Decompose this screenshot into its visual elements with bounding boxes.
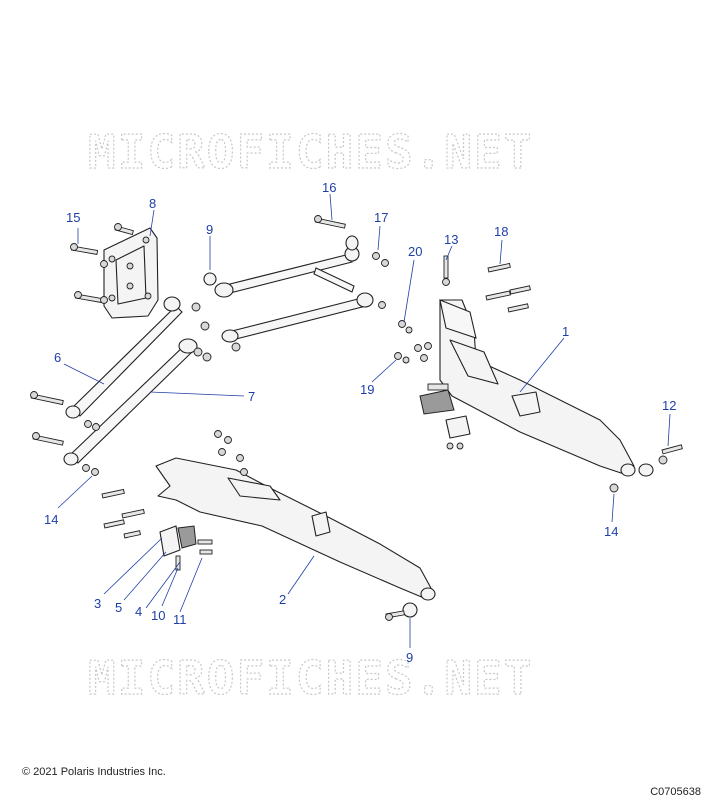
callout-11: 11 [173, 612, 187, 627]
callout-8: 8 [149, 196, 156, 211]
link-arm-7 [63, 338, 198, 466]
callout-20: 20 [408, 244, 422, 259]
callout-16: 16 [322, 180, 336, 195]
upper-link-b [221, 267, 374, 343]
upper-link-hardware [203, 215, 413, 364]
callout-9-upper: 9 [206, 222, 213, 237]
link-hardware [30, 302, 241, 476]
callout-7: 7 [248, 389, 255, 404]
callout-labels: 1 2 3 4 5 6 7 8 9 9 10 11 12 13 14 14 15… [44, 180, 676, 665]
upper-link-a [214, 246, 360, 298]
callout-5: 5 [115, 600, 122, 615]
callout-1: 1 [562, 324, 569, 339]
callout-18: 18 [494, 224, 508, 239]
trailing-arm-left-hardware [101, 430, 418, 621]
callout-3: 3 [94, 596, 101, 611]
callout-12: 12 [662, 398, 676, 413]
leader-lines [57, 193, 671, 648]
drawing-id: C0705638 [650, 786, 701, 798]
callout-14-right: 14 [604, 524, 618, 539]
callout-19: 19 [360, 382, 374, 397]
callout-9-lower: 9 [406, 650, 413, 665]
watermark-bottom: MICROFICHES.NET [88, 651, 533, 705]
plate-bolts [70, 223, 134, 304]
trailing-arm-right-hardware [414, 255, 683, 493]
callout-13: 13 [444, 232, 458, 247]
callout-15: 15 [66, 210, 80, 225]
callout-10: 10 [151, 608, 165, 623]
mounting-plate [103, 227, 159, 319]
copyright-text: © 2021 Polaris Industries Inc. [22, 766, 166, 778]
trailing-arm-right [439, 299, 636, 477]
callout-17: 17 [374, 210, 388, 225]
trailing-arm-left [155, 457, 436, 601]
callout-6: 6 [54, 350, 61, 365]
link-arm-6 [65, 296, 183, 419]
watermark-top: MICROFICHES.NET [88, 125, 533, 179]
callout-14-left: 14 [44, 512, 58, 527]
callout-4: 4 [135, 604, 142, 619]
callout-2: 2 [279, 592, 286, 607]
